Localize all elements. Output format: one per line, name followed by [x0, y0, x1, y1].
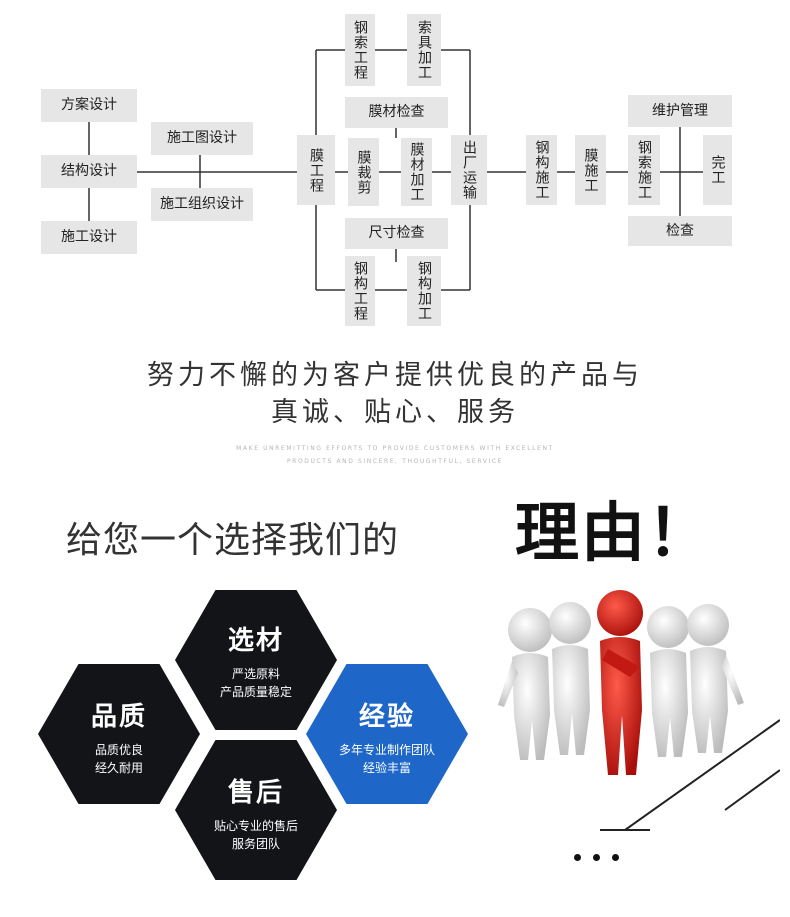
hex-experience-title: 经验	[358, 702, 415, 732]
node-complete: 完工	[703, 135, 732, 205]
flow-connectors	[88, 49, 703, 291]
hex-service-title: 售后	[227, 778, 284, 808]
hex-service-desc-2: 服务团队	[231, 837, 280, 851]
hex-experience-desc-2: 经验丰富	[362, 761, 411, 775]
reason-lead: 给您一个选择我们的	[66, 520, 400, 561]
node-steel-processing: 钢构加工	[407, 256, 441, 326]
node-cable-engineering: 钢索工程	[345, 14, 375, 86]
node-organization-design: 施工组织设计	[151, 188, 253, 221]
white-figure-3	[647, 606, 689, 757]
hex-quality-desc-1: 品质优良	[94, 743, 143, 757]
white-figure-4	[687, 604, 744, 753]
node-inspection: 检查	[628, 216, 732, 246]
node-cable-fittings: 索具加工	[407, 14, 441, 86]
hex-service-desc-1: 贴心专业的售后	[213, 819, 298, 833]
hex-material-desc-1: 严选原料	[231, 667, 280, 681]
node-maintenance: 维护管理	[628, 95, 732, 127]
ellipsis-dots-icon	[574, 846, 631, 865]
hex-experience: 经验 多年专业制作团队 经验丰富	[306, 664, 468, 804]
hex-material-desc-2: 产品质量稳定	[219, 685, 292, 699]
hex-service: 售后 贴心专业的售后 服务团队	[175, 740, 337, 880]
slogan-line-1: 努力不懈的为客户提供优良的产品与	[147, 360, 643, 391]
node-membrane-engineering: 膜工程	[297, 135, 335, 205]
node-shipping: 出厂运输	[451, 135, 487, 205]
hex-material: 选材 严选原料 产品质量稳定	[175, 590, 337, 730]
team-figures-illustration	[498, 590, 780, 831]
hex-quality-desc-2: 经久耐用	[94, 761, 143, 775]
node-membrane-cutting: 膜裁剪	[348, 138, 379, 206]
hex-material-title: 选材	[227, 626, 284, 656]
node-scheme-design: 方案设计	[41, 89, 137, 122]
hex-quality: 品质 品质优良 经久耐用	[38, 664, 200, 804]
reason-emphasis: 理由！	[515, 497, 713, 571]
node-construction-design: 施工设计	[41, 221, 137, 254]
hex-experience-desc-1: 多年专业制作团队	[338, 743, 435, 757]
node-membrane-inspection: 膜材检查	[345, 97, 448, 128]
node-steel-construction: 钢构施工	[526, 135, 557, 205]
node-cable-construction: 钢索施工	[628, 135, 660, 205]
node-membrane-construction: 膜施工	[575, 135, 606, 205]
hex-quality-title: 品质	[90, 702, 147, 732]
slogan-english-1: MAKE UNREMITTING EFFORTS TO PROVIDE CUST…	[236, 445, 554, 452]
node-membrane-processing: 膜材加工	[401, 138, 432, 206]
white-figure-1	[498, 608, 552, 760]
node-construction-drawing: 施工图设计	[151, 122, 253, 155]
slogan-english-2: PRODUCTS AND SINCERE, THOUGHTFUL, SERVIC…	[286, 458, 504, 465]
node-size-inspection: 尺寸检查	[345, 218, 448, 249]
slogan-line-2: 真诚、贴心、服务	[271, 397, 519, 428]
node-structure-design: 结构设计	[41, 155, 137, 188]
node-steel-engineering: 钢构工程	[345, 256, 375, 326]
red-leader-figure	[597, 590, 643, 775]
white-figure-2	[549, 602, 591, 755]
